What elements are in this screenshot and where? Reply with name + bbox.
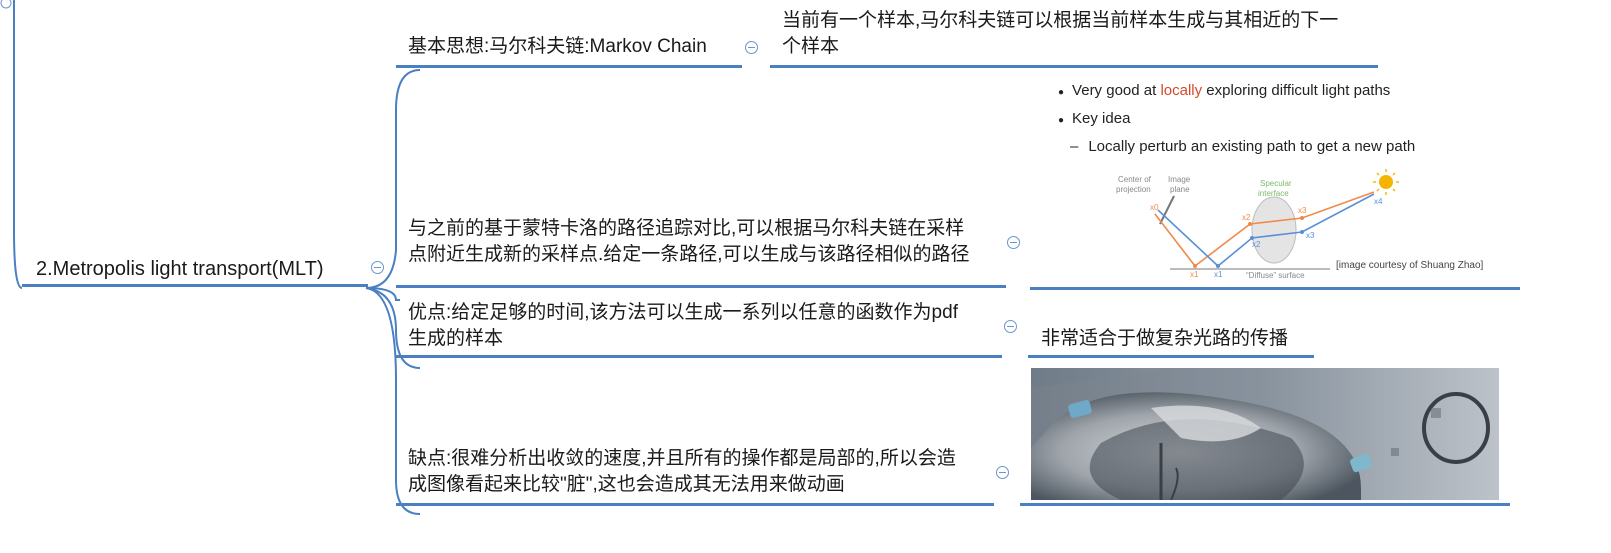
subtopic-line: 当前有一个样本,马尔科夫链可以根据当前样本生成与其相近的下一	[782, 10, 1339, 31]
collapse-circle-icon[interactable]	[1004, 320, 1017, 333]
bullet-text: exploring difficult light paths	[1202, 82, 1391, 99]
slide-bullet-2: ● Key idea	[1058, 110, 1130, 130]
subtopic-line: 个样本	[782, 36, 840, 57]
slide-image: ● Very good at locally exploring difficul…	[1040, 76, 1520, 286]
point-label: x1	[1190, 270, 1199, 279]
bullet-highlight: locally	[1160, 82, 1203, 99]
bullet-dot-icon: ●	[1058, 87, 1065, 98]
topic-disadvantages-underline	[396, 503, 994, 506]
slide-bullet-1: ● Very good at locally exploring difficul…	[1058, 82, 1390, 102]
subtopic-advantage-detail[interactable]: 非常适合于做复杂光路的传播	[1041, 328, 1289, 349]
point-label: x0	[1150, 203, 1159, 212]
sun-icon	[1373, 169, 1399, 195]
topic-line: 生成的样本	[408, 328, 504, 349]
subtopic-markov-underline	[770, 65, 1378, 68]
topic-line: 缺点:很难分析出收敛的速度,并且所有的操作都是局部的,所以会造	[408, 448, 956, 469]
label-center-of-projection-2: projection	[1116, 185, 1151, 194]
label-image-plane-2: plane	[1170, 185, 1190, 194]
path-orange-dashed	[1154, 213, 1196, 267]
image-credit: [image courtesy of Shuang Zhao]	[1336, 260, 1484, 271]
topic-line: 成图像看起来比较"脏",这也会造成其无法用来做动画	[408, 474, 845, 495]
topic-advantages-underline	[396, 355, 1002, 358]
subtopic-markov-detail[interactable]: 当前有一个样本,马尔科夫链可以根据当前样本生成与其相近的下一 个样本	[782, 8, 1338, 60]
topic-basic-idea-underline	[396, 65, 742, 68]
bullet-text: Locally perturb an existing path to get …	[1088, 138, 1416, 155]
bathtub-render	[1031, 368, 1499, 500]
point-label: x1	[1214, 270, 1223, 279]
bullet-text: Key idea	[1072, 110, 1131, 127]
label-specular-2: interface	[1258, 189, 1289, 198]
dash-icon: –	[1070, 138, 1079, 155]
collapse-circle-icon[interactable]	[745, 41, 758, 54]
topic-basic-idea[interactable]: 基本思想:马尔科夫链:Markov Chain	[408, 34, 707, 60]
topic-comparison[interactable]: 与之前的基于蒙特卡洛的路径追踪对比,可以根据马尔科夫链在采样 点附近生成新的采样…	[408, 216, 970, 268]
collapse-circle-icon[interactable]	[1007, 236, 1020, 249]
label-center-of-projection: Center of	[1118, 175, 1152, 184]
topic-line: 与之前的基于蒙特卡洛的路径追踪对比,可以根据马尔科夫链在采样	[408, 218, 965, 239]
subtopic-advantage-underline	[1028, 355, 1314, 358]
point-label: x2	[1252, 240, 1261, 249]
label-specular: Specular	[1260, 179, 1292, 188]
topic-basic-idea-line: 基本思想:马尔科夫链:Markov Chain	[408, 36, 707, 57]
point-label: x3	[1306, 231, 1315, 240]
point-label: x3	[1298, 206, 1307, 215]
light-path-diagram: Center of projection Image plane Specula…	[1116, 169, 1484, 280]
topic-advantages[interactable]: 优点:给定足够的时间,该方法可以生成一系列以任意的函数作为pdf 生成的样本	[408, 300, 958, 352]
mlt-render-photo	[1031, 368, 1499, 500]
slide-underline	[1030, 287, 1520, 290]
root-topic[interactable]: 2.Metropolis light transport(MLT)	[36, 258, 324, 280]
topic-line: 优点:给定足够的时间,该方法可以生成一系列以任意的函数作为pdf	[408, 302, 958, 323]
topic-line: 点附近生成新的采样点.给定一条路径,可以生成与该路径相似的路径	[408, 244, 970, 265]
bullet-text: Very good at	[1072, 82, 1161, 99]
photo-underline	[1020, 503, 1510, 506]
collapse-circle-icon[interactable]	[996, 466, 1009, 479]
image-plane-line	[1159, 195, 1175, 225]
collapse-circle-icon[interactable]	[371, 261, 384, 274]
root-underline	[22, 284, 368, 287]
bullet-dot-icon: ●	[1058, 115, 1065, 126]
point-label: x2	[1242, 213, 1251, 222]
slide-bullet-3: –Locally perturb an existing path to get…	[1070, 138, 1415, 156]
label-diffuse-surface: “Diffuse” surface	[1246, 271, 1305, 280]
point-label: x4	[1374, 197, 1383, 206]
label-image-plane: Image	[1168, 175, 1191, 184]
topic-comparison-underline	[396, 285, 1006, 288]
specular-interface	[1251, 196, 1297, 264]
topic-disadvantages[interactable]: 缺点:很难分析出收敛的速度,并且所有的操作都是局部的,所以会造 成图像看起来比较…	[408, 446, 956, 498]
